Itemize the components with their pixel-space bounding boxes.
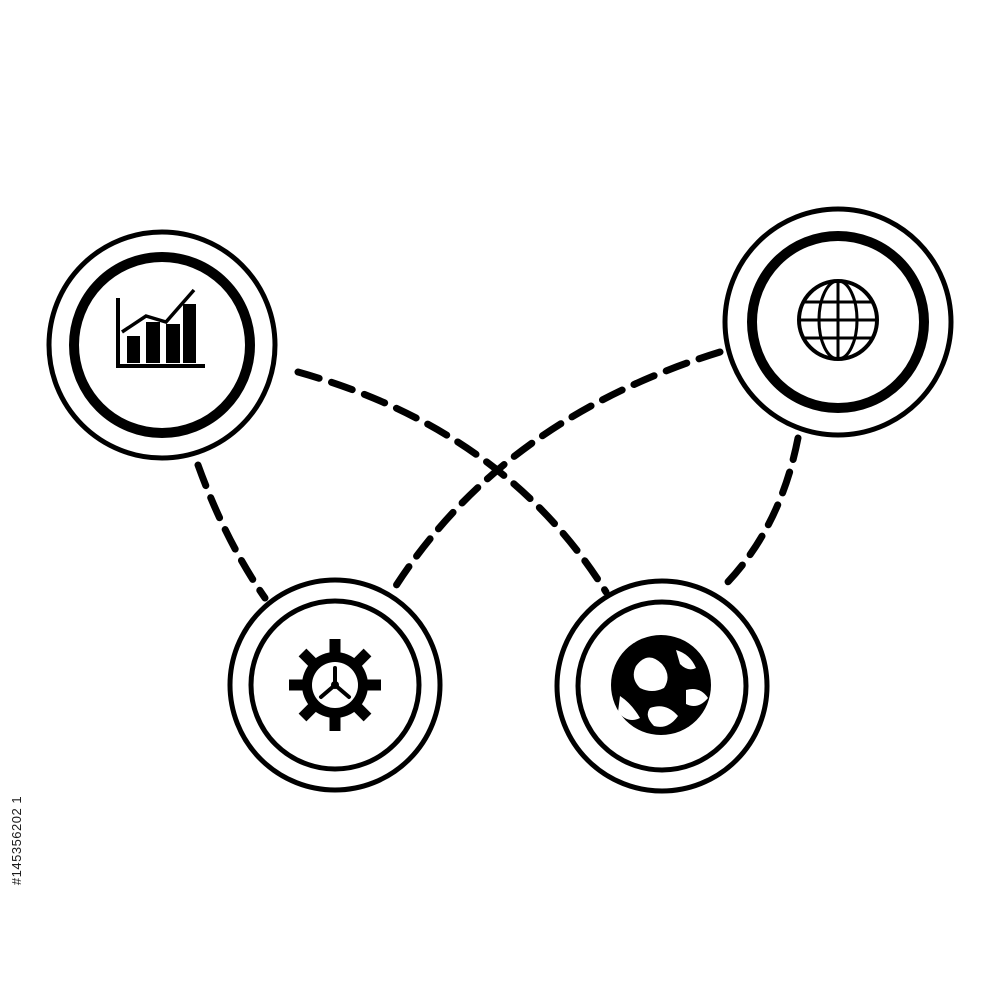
node-settings [227, 577, 443, 793]
stock-id-text: #145356202 1 [9, 795, 25, 885]
connector-web-to-earth [718, 434, 802, 592]
stock-id: #145356202 1 [9, 760, 25, 920]
bar-chart-icon [116, 288, 205, 368]
connector-chart-to-settings [194, 461, 269, 602]
globe-grid-icon [797, 279, 879, 361]
node-earth [554, 578, 770, 794]
gear-icon [289, 639, 381, 731]
node-chart [46, 229, 278, 461]
connector-chart-to-earth [294, 368, 610, 596]
connector-web-to-settings [388, 348, 724, 596]
node-web [722, 206, 954, 438]
earth-icon [611, 635, 711, 735]
